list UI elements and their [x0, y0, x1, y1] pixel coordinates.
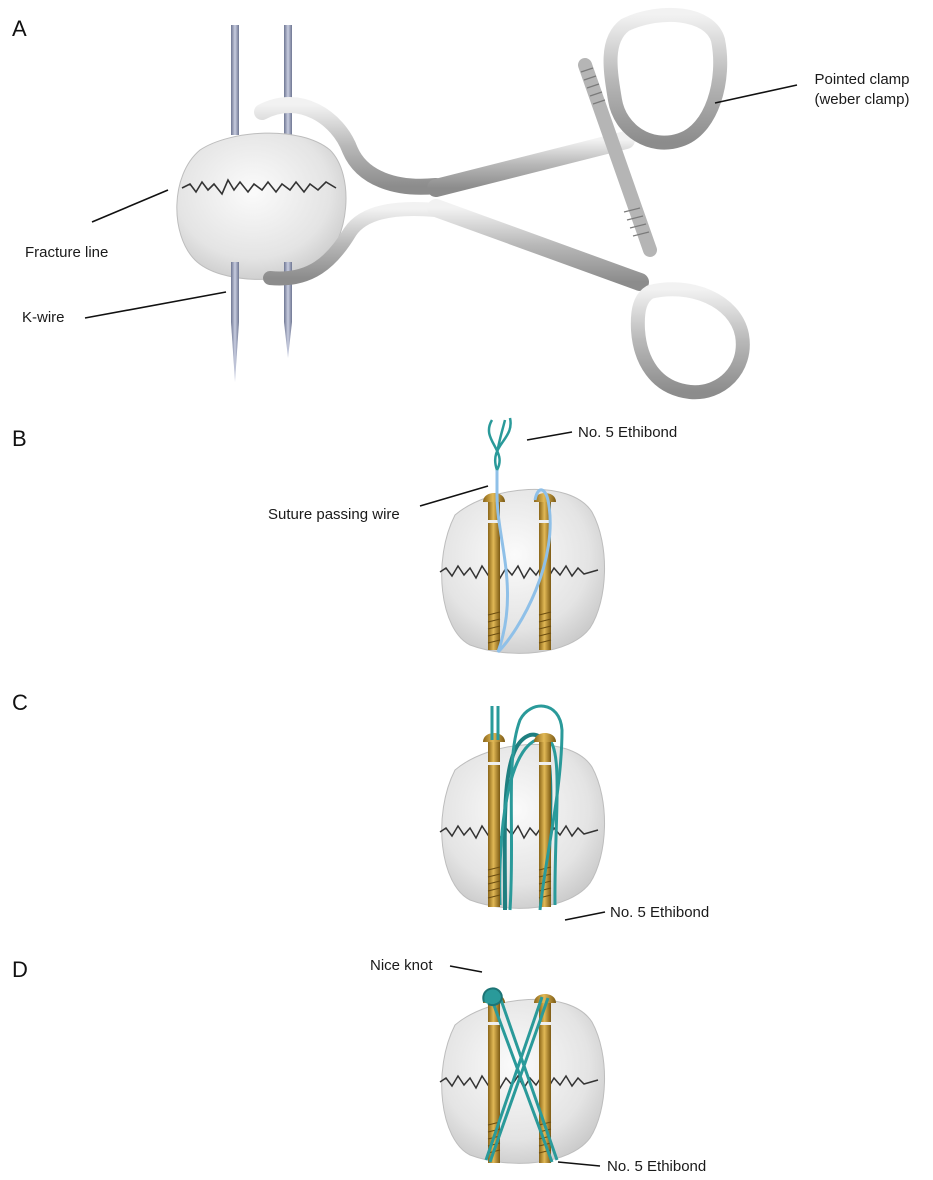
- panel-label-d: D: [12, 957, 28, 983]
- k-wire-bottom-left: [231, 262, 239, 322]
- leader-ethibond-c: [565, 912, 605, 920]
- panel-c-figure: [440, 706, 605, 920]
- panel-label-a: A: [12, 16, 27, 42]
- k-wire-top-right: [284, 25, 292, 135]
- label-ethibond-b: No. 5 Ethibond: [578, 424, 677, 441]
- leader-ethibond-b: [527, 432, 572, 440]
- panel-a-figure: [85, 15, 797, 392]
- label-fracture-line: Fracture line: [25, 244, 108, 261]
- k-wire-top-left: [231, 25, 239, 135]
- label-nice-knot: Nice knot: [370, 957, 433, 974]
- panel-label-b: B: [12, 426, 27, 452]
- label-ethibond-d: No. 5 Ethibond: [607, 1158, 706, 1175]
- label-pointed-clamp-line2: (weber clamp): [797, 91, 927, 108]
- ethibond-loop-b: [489, 418, 511, 470]
- clamp-handle-lower: [638, 289, 743, 392]
- leader-k-wire: [85, 292, 226, 318]
- bone-fragment-c: [442, 744, 605, 908]
- panel-label-c: C: [12, 690, 28, 716]
- label-k-wire: K-wire: [22, 309, 65, 326]
- label-pointed-clamp: Pointed clamp (weber clamp): [797, 71, 927, 108]
- k-wire-tip-left: [231, 322, 239, 382]
- panel-b-figure: [420, 418, 605, 653]
- leader-ethibond-d: [558, 1162, 600, 1166]
- label-suture-passing-wire: Suture passing wire: [268, 506, 400, 523]
- leader-pointed-clamp: [715, 85, 797, 103]
- panel-d-figure: [440, 966, 605, 1166]
- k-wire-tip-right: [284, 322, 292, 358]
- clamp-handle-upper: [611, 15, 721, 143]
- label-pointed-clamp-line1: Pointed clamp: [797, 71, 927, 88]
- nice-knot: [483, 988, 502, 1005]
- label-ethibond-c: No. 5 Ethibond: [610, 904, 709, 921]
- leader-fracture-line: [92, 190, 168, 222]
- bone-fragment-b: [442, 489, 605, 653]
- leader-nice-knot: [450, 966, 482, 972]
